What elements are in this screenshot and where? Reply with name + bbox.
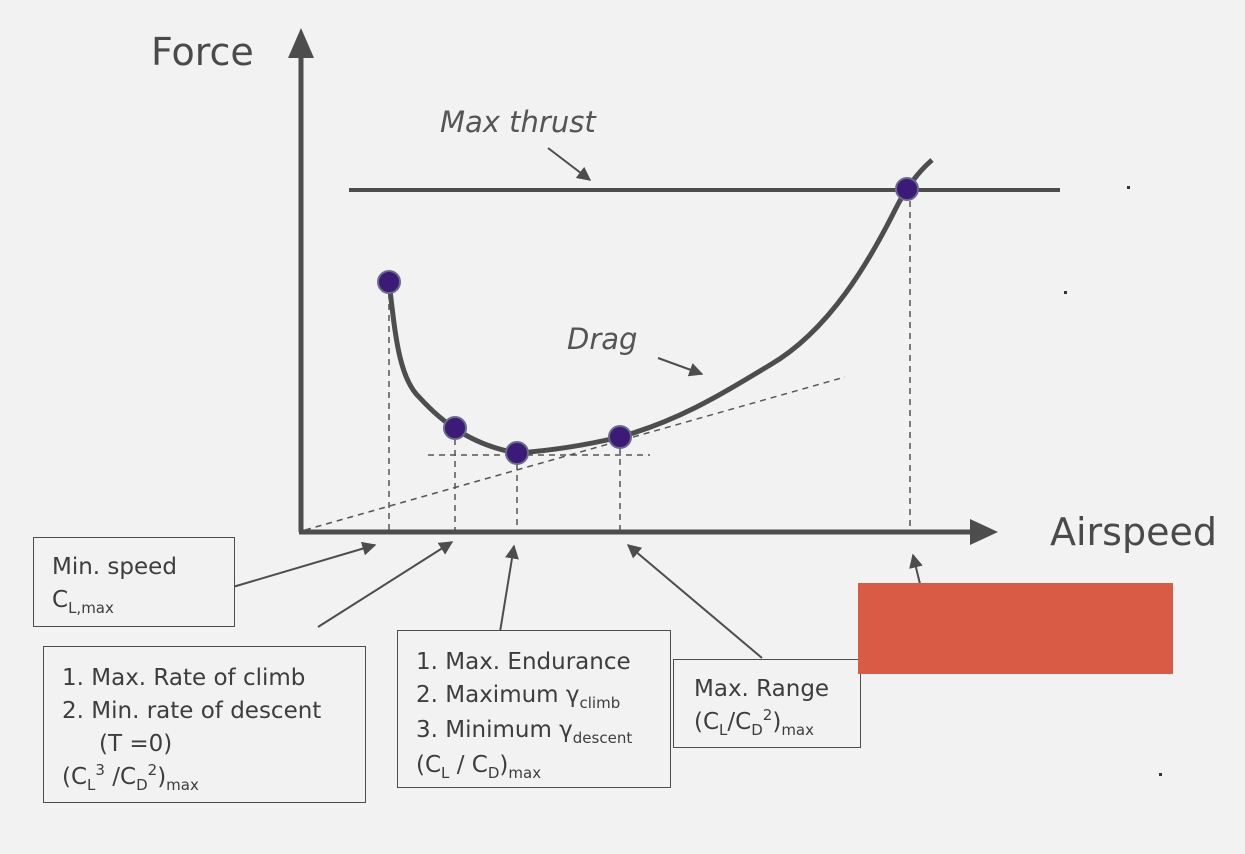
- min-speed-pointer: [225, 541, 377, 590]
- endurance-line3: 3. Minimum γdescent: [416, 717, 633, 747]
- climb-line3: (T =0): [99, 731, 173, 757]
- point-max-climb: [443, 416, 467, 440]
- endurance-formula: (CL / CD)max: [416, 752, 542, 782]
- climb-line1: 1. Max. Rate of climb: [62, 665, 306, 691]
- endurance-pointer: [499, 544, 519, 633]
- drag-pointer: [657, 357, 704, 377]
- redaction-block: [858, 583, 1173, 674]
- climb-box: 1. Max. Rate of climb 2. Min. rate of de…: [43, 646, 366, 803]
- climb-formula: (CL3 /CD2)max: [62, 761, 199, 794]
- max-thrust-pointer: [547, 147, 592, 181]
- range-line1: Max. Range: [694, 676, 830, 702]
- cl-max-formula: CL,max: [52, 587, 114, 617]
- endurance-box: 1. Max. Endurance 2. Maximum γclimb 3. M…: [397, 630, 671, 788]
- range-box: Max. Range (CL/CD2)max: [673, 659, 861, 748]
- endurance-line1: 1. Max. Endurance: [416, 649, 631, 675]
- tangent-line: [304, 376, 846, 531]
- drag-label: Drag: [567, 322, 638, 356]
- x-axis-arrowhead: [970, 519, 998, 545]
- point-max-range: [608, 425, 632, 449]
- drag-curve: [386, 158, 934, 456]
- point-max-endurance: [505, 441, 529, 465]
- climb-pointer: [317, 541, 454, 628]
- point-max-speed: [895, 177, 919, 201]
- y-axis-arrowhead: [288, 28, 314, 58]
- max-thrust-label: Max thrust: [440, 105, 596, 139]
- endurance-line2: 2. Maximum γclimb: [416, 682, 621, 712]
- stray-dot: [1127, 186, 1130, 189]
- min-speed-text: Min. speed: [52, 554, 177, 580]
- climb-line2: 2. Min. rate of descent: [62, 698, 322, 724]
- min-speed-box: Min. speed CL,max: [33, 537, 235, 627]
- max-speed-pointer: [909, 553, 923, 585]
- range-pointer: [626, 544, 763, 659]
- stray-dot: [1159, 773, 1162, 776]
- range-formula: (CL/CD2)max: [694, 706, 814, 739]
- stray-dot: [1064, 291, 1067, 294]
- point-min-speed: [377, 270, 401, 294]
- y-axis-title: Force: [151, 30, 254, 74]
- x-axis-title: Airspeed: [1050, 510, 1217, 554]
